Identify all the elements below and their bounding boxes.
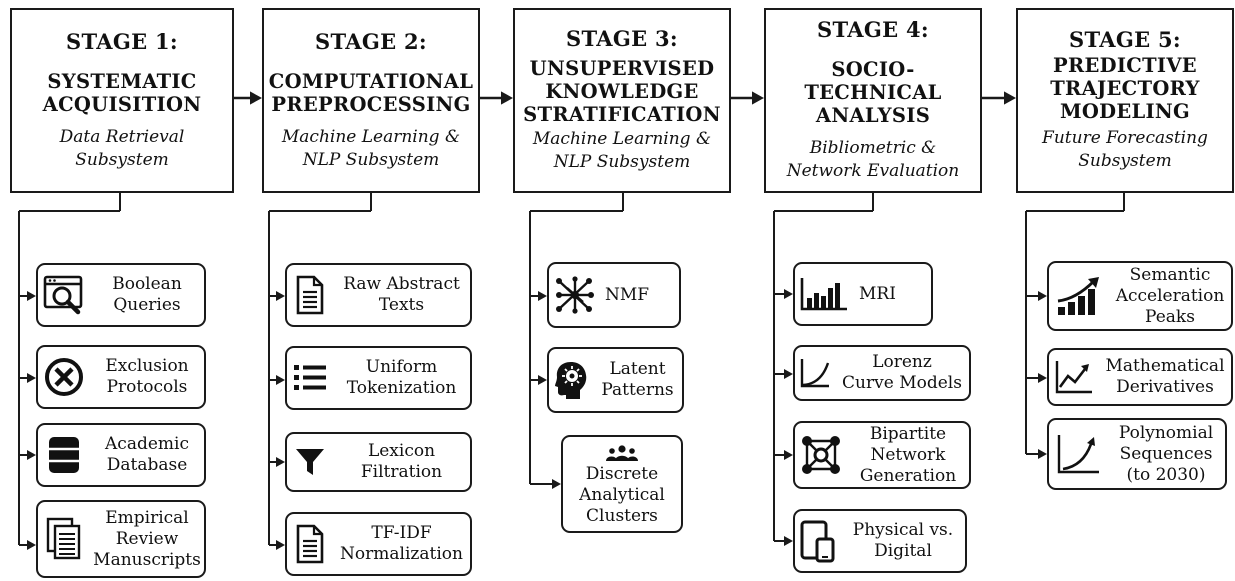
stage-5-title: PREDICTIVE TRAJECTORY MODELING <box>1050 54 1200 123</box>
stage-2-label: STAGE 2: <box>315 28 427 54</box>
item-label: TF-IDF Normalization <box>340 523 463 564</box>
item-lorenz-curve-models: Lorenz Curve Models <box>793 345 971 401</box>
stage-3-title: UNSUPERVISED KNOWLEDGE STRATIFICATION <box>523 57 721 126</box>
stage-1-subtitle: Data Retrieval Subsystem <box>59 126 185 170</box>
item-discrete-analytical-clusters: Discrete Analytical Clusters <box>561 435 683 533</box>
search-window-icon <box>38 273 90 317</box>
item-arrow-head <box>276 540 285 550</box>
item-mathematical-derivatives: Mathematical Derivatives <box>1047 348 1233 406</box>
zigzag-trend-icon <box>1049 359 1099 395</box>
item-arrow-head <box>538 375 547 385</box>
item-academic-database: Academic Database <box>36 423 206 487</box>
bipartite-network-icon <box>795 433 847 477</box>
item-label: MRI <box>859 283 896 304</box>
item-latent-patterns: Latent Patterns <box>547 347 684 413</box>
item-arrow-head <box>1038 373 1047 383</box>
item-arrow-head <box>276 375 285 385</box>
item-arrow-head <box>1038 449 1047 459</box>
item-tf-idf-normalization: TF-IDF Normalization <box>285 512 472 576</box>
item-arrow-head <box>784 450 793 460</box>
item-label: Lorenz Curve Models <box>842 352 962 393</box>
circle-x-icon <box>38 356 90 398</box>
stage-arrow-head <box>1004 91 1016 105</box>
item-arrow-head <box>276 457 285 467</box>
item-label: Mathematical Derivatives <box>1105 356 1225 397</box>
stage-arrow-head <box>501 91 513 105</box>
item-nmf: NMF <box>547 262 681 328</box>
stage-5-header: STAGE 5: PREDICTIVE TRAJECTORY MODELING … <box>1016 8 1234 193</box>
item-arrow-head <box>784 369 793 379</box>
item-label: Lexicon Filtration <box>360 441 443 482</box>
item-label: Uniform Tokenization <box>346 357 457 398</box>
item-label: Latent Patterns <box>601 359 674 400</box>
head-brain-icon <box>549 360 593 400</box>
item-label: NMF <box>605 284 650 305</box>
item-arrow-head <box>538 291 547 301</box>
trend-bars-icon <box>1049 275 1109 317</box>
item-arrow-head <box>27 291 36 301</box>
stage-3-header: STAGE 3: UNSUPERVISED KNOWLEDGE STRATIFI… <box>513 8 731 193</box>
stage-4-header: STAGE 4: SOCIO-TECHNICAL ANALYSIS Biblio… <box>764 8 982 193</box>
growth-curve-icon <box>1049 432 1107 476</box>
document-icon <box>287 274 333 316</box>
item-arrow-head <box>784 289 793 299</box>
item-arrow-head <box>27 373 36 383</box>
item-mri: MRI <box>793 262 933 326</box>
item-label: Discrete Analytical Clusters <box>579 463 665 526</box>
stage-arrow-head <box>752 91 764 105</box>
funnel-icon <box>287 446 333 478</box>
item-label: Polynomial Sequences (to 2030) <box>1118 422 1214 485</box>
item-label: Semantic Acceleration Peaks <box>1115 264 1225 327</box>
stage-4-title: SOCIO-TECHNICAL ANALYSIS <box>804 58 942 127</box>
item-label: Empirical Review Manuscripts <box>93 507 201 570</box>
item-arrow-head <box>27 450 36 460</box>
tablet-phone-icon <box>795 519 841 563</box>
stage-2-header: STAGE 2: COMPUTATIONAL PREPROCESSING Mac… <box>262 8 480 193</box>
people-group-icon <box>605 442 639 464</box>
bar-chart-icon <box>795 276 853 312</box>
list-icon <box>287 362 333 394</box>
document-icon <box>287 523 333 565</box>
item-label: Boolean Queries <box>112 274 182 315</box>
stage-2-title: COMPUTATIONAL PREPROCESSING <box>268 69 474 116</box>
item-arrow-head <box>784 536 793 546</box>
item-empirical-review-manuscripts: Empirical Review Manuscripts <box>36 500 206 578</box>
item-boolean-queries: Boolean Queries <box>36 263 206 327</box>
stage-5-subtitle: Future Forecasting Subsystem <box>1042 128 1208 171</box>
stage-1-label: STAGE 1: <box>66 28 178 54</box>
item-arrow-head <box>1038 291 1047 301</box>
item-bipartite-network-generation: Bipartite Network Generation <box>793 421 971 489</box>
stage-5-label: STAGE 5: <box>1069 27 1181 52</box>
item-uniform-tokenization: Uniform Tokenization <box>285 346 472 410</box>
item-label: Academic Database <box>105 434 189 475</box>
item-polynomial-sequences: Polynomial Sequences (to 2030) <box>1047 418 1227 490</box>
stage-3-label: STAGE 3: <box>566 26 678 51</box>
item-semantic-acceleration-peaks: Semantic Acceleration Peaks <box>1047 261 1233 331</box>
item-arrow-head <box>276 291 285 301</box>
stage-1-header: STAGE 1: SYSTEMATIC ACQUISITION Data Ret… <box>10 8 234 193</box>
item-raw-abstract-texts: Raw Abstract Texts <box>285 263 472 327</box>
item-label: Bipartite Network Generation <box>859 423 957 486</box>
stage-4-label: STAGE 4: <box>817 17 929 42</box>
documents-icon <box>38 516 90 562</box>
stage-1-title: SYSTEMATIC ACQUISITION <box>42 69 202 116</box>
item-arrow-head <box>27 540 36 550</box>
stage-arrow-head <box>250 91 262 105</box>
item-arrow-head <box>552 479 561 489</box>
item-label: Raw Abstract Texts <box>343 274 460 315</box>
stage-2-subtitle: Machine Learning & NLP Subsystem <box>281 126 461 170</box>
stage-4-subtitle: Bibliometric & Network Evaluation <box>786 138 960 181</box>
stage-3-subtitle: Machine Learning & NLP Subsystem <box>532 129 712 172</box>
item-exclusion-protocols: Exclusion Protocols <box>36 345 206 409</box>
item-physical-vs-digital: Physical vs. Digital <box>793 509 967 573</box>
database-icon <box>38 433 90 477</box>
item-label: Physical vs. Digital <box>852 520 954 561</box>
curve-chart-icon <box>795 357 835 389</box>
item-label: Exclusion Protocols <box>105 356 189 397</box>
item-lexicon-filtration: Lexicon Filtration <box>285 432 472 492</box>
network-nodes-icon <box>549 273 601 317</box>
